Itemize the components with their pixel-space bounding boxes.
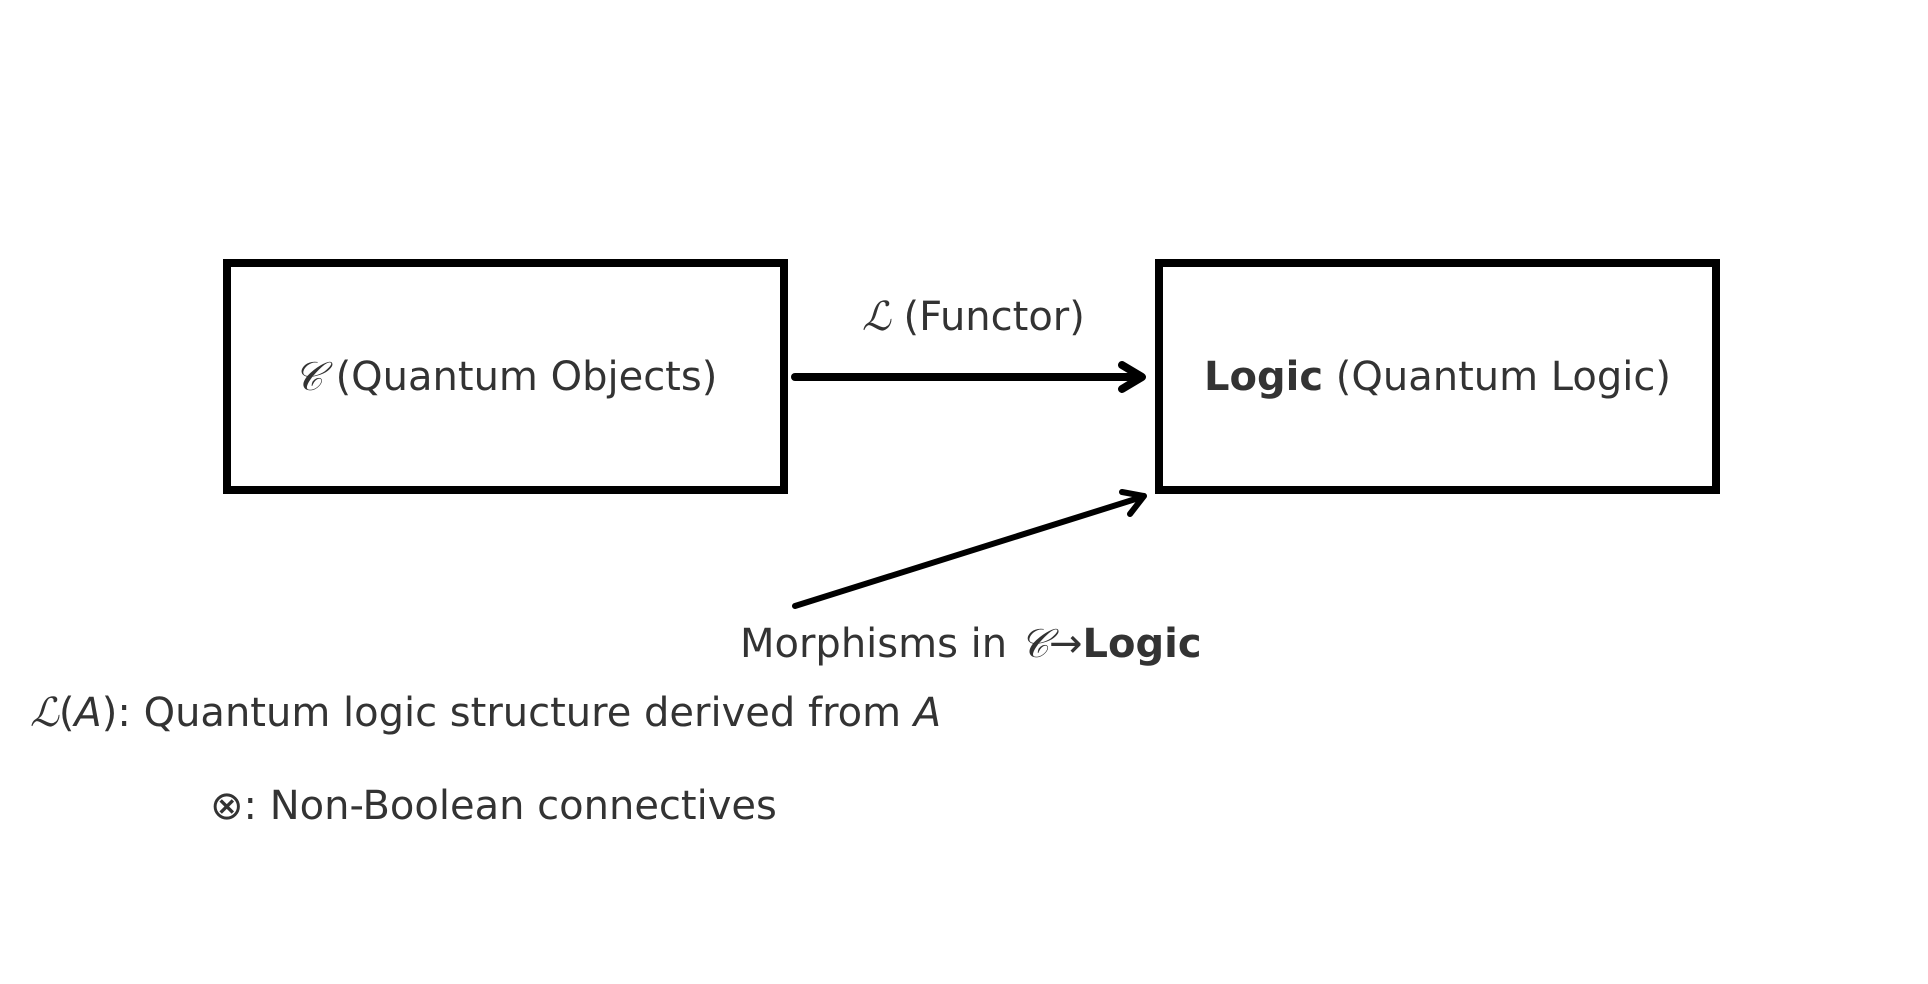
legend-connectives: ⊗: Non-Boolean connectives <box>210 786 777 826</box>
legend-l-open: ( <box>58 690 75 736</box>
morphisms-prefix: Morphisms in <box>740 621 1020 667</box>
quantum-logic-label: (Quantum Logic) <box>1323 353 1671 400</box>
quantum-objects-node: 𝒞 (Quantum Objects) <box>223 259 788 494</box>
functor-arrow <box>791 361 1146 393</box>
category-c-symbol: 𝒞 <box>293 353 323 400</box>
legend-l-tail: A <box>913 690 942 736</box>
legend-l-symbol: ℒ <box>30 690 59 736</box>
quantum-objects-label: (Quantum Objects) <box>322 353 718 400</box>
legend-l-text: ): Quantum logic structure derived from <box>101 690 914 736</box>
functor-text: (Functor) <box>890 294 1085 340</box>
otimes-text: : Non-Boolean connectives <box>243 783 777 829</box>
morphisms-source-symbol: 𝒞 <box>1019 621 1049 667</box>
functor-symbol: ℒ <box>862 294 891 340</box>
morphisms-arrow-glyph: → <box>1049 621 1083 667</box>
quantum-logic-node: Logic (Quantum Logic) <box>1155 259 1720 494</box>
otimes-symbol: ⊗ <box>210 783 244 829</box>
logic-name: Logic <box>1204 353 1324 400</box>
morphisms-label: Morphisms in 𝒞→Logic <box>740 624 1202 664</box>
functor-label: ℒ (Functor) <box>862 297 1085 337</box>
morphisms-arrow <box>792 489 1147 609</box>
legend-functor-definition: ℒ(A): Quantum logic structure derived fr… <box>30 693 941 733</box>
legend-l-arg: A <box>74 690 102 736</box>
morphisms-target: Logic <box>1082 621 1202 667</box>
